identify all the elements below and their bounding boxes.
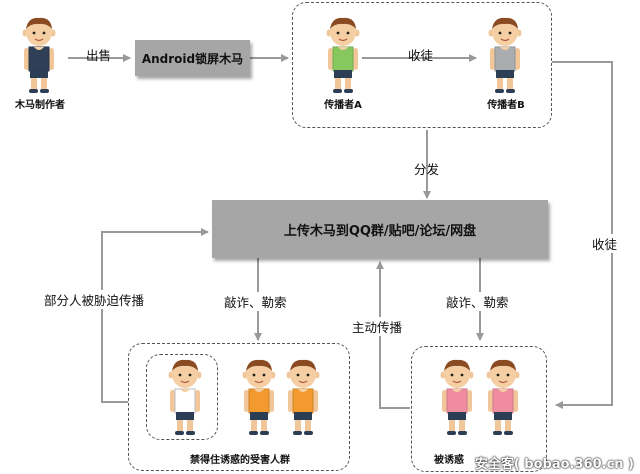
- spreader-b-caption: 传播者B: [487, 100, 525, 111]
- spreader-a-figure: [324, 17, 362, 99]
- spreader-a-caption: 传播者A: [324, 100, 362, 111]
- trojan-box-label: Android锁屏木马: [141, 51, 244, 66]
- seller-figure: [20, 17, 58, 99]
- forced-victims-caption: 禁得住诱惑的受害人群: [190, 455, 290, 466]
- extort-right-label: 敲诈、勒索: [446, 292, 509, 311]
- watermark: 安全客( bobao.360.cn ): [474, 457, 634, 472]
- recruit-ab-label: 收徒: [408, 48, 434, 63]
- forced-victim-figure: [240, 359, 278, 441]
- seller-caption: 木马制作者: [15, 100, 65, 111]
- extort-left-label: 敲诈、勒索: [224, 292, 287, 311]
- arrow-active: [376, 261, 410, 409]
- active-label: 主动传播: [352, 317, 403, 336]
- recruit-right-label: 收徒: [592, 234, 618, 253]
- lured-victim-figure: [438, 359, 476, 441]
- lured-victims-group: [411, 346, 547, 472]
- forced-victims-group: [128, 343, 350, 471]
- spreaders-group: [292, 2, 552, 128]
- spreader-b-figure: [486, 17, 524, 99]
- trojan-box: Android锁屏木马: [135, 40, 250, 76]
- lured-victims-caption: 被诱惑: [434, 455, 464, 466]
- arrow-recruit-right: [552, 61, 613, 409]
- coerced-label: 部分人被胁迫传播: [44, 290, 145, 309]
- distribute-label: 分发: [414, 162, 440, 177]
- forced-victim-inner-group: [146, 354, 218, 440]
- forced-victim-figure: [284, 359, 322, 441]
- lured-victim-figure: [484, 359, 522, 441]
- forced-victim-figure: [166, 359, 204, 441]
- arrow-coerced: [101, 228, 209, 403]
- upload-box-label: 上传木马到QQ群/贴吧/论坛/网盘: [283, 223, 477, 239]
- upload-box: 上传木马到QQ群/贴吧/论坛/网盘: [212, 200, 548, 258]
- sell-label: 出售: [86, 48, 112, 63]
